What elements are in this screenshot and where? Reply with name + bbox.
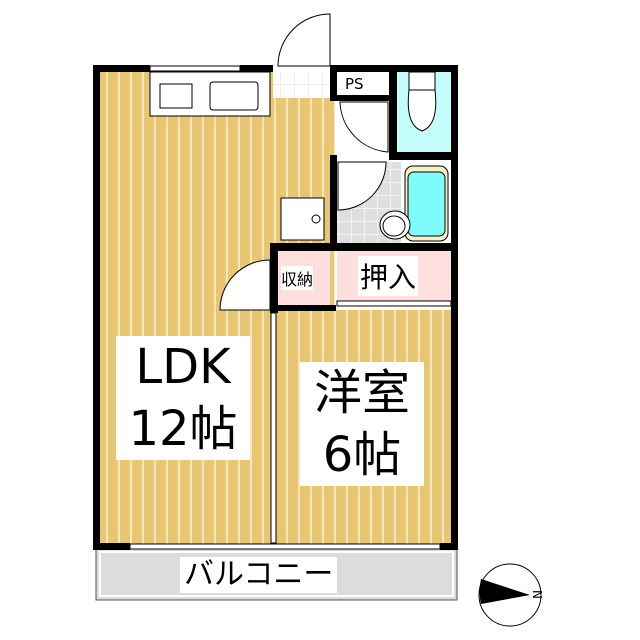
drain-icon	[311, 214, 321, 224]
bath-door	[337, 161, 387, 211]
hall-door	[339, 101, 389, 153]
compass-north-label: N	[530, 590, 544, 599]
oshiire-label: 押入	[358, 256, 419, 296]
doors	[219, 13, 389, 311]
entrance-door	[277, 13, 331, 67]
western-room-name: 洋室	[313, 365, 410, 421]
ldk-label: LDK 12帖	[116, 336, 250, 460]
washbasin-icon	[379, 210, 411, 240]
western-label: 洋室 6帖	[300, 362, 424, 486]
western-room-size: 6帖	[322, 427, 402, 483]
bathtub-icon	[404, 165, 449, 242]
storage-door	[219, 259, 271, 311]
window-frames	[129, 65, 452, 550]
ldk-room-name: LDK	[135, 339, 231, 395]
ps-label: PS	[345, 75, 364, 93]
storage-label: 収納	[281, 266, 314, 290]
walls	[93, 65, 458, 550]
entrance-tiles	[273, 72, 333, 98]
toilet-icon	[407, 71, 437, 132]
balcony-label: バルコニー	[180, 557, 338, 593]
compass-icon: N	[478, 563, 544, 627]
kitchen-counter	[149, 71, 271, 117]
ldk-room-size: 12帖	[128, 401, 238, 457]
